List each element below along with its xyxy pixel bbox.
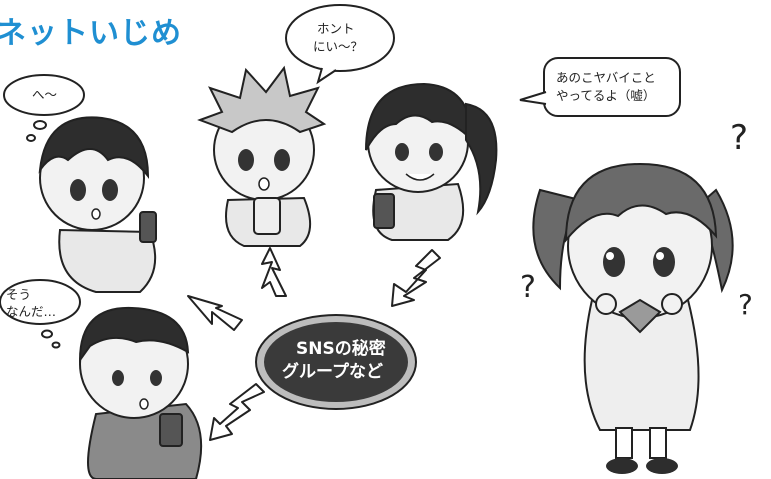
- question-mark-2: ?: [520, 270, 536, 305]
- speech-bubble-boy-left: [3, 74, 85, 142]
- center-label-line2: グループなど: [282, 362, 383, 382]
- character-victim-girl: [532, 162, 734, 474]
- bubble-text-girl-line1: あのこヤバイこと: [556, 70, 656, 85]
- bubble-text-man-line1: そう: [6, 287, 32, 302]
- sns-group-ellipse: [255, 314, 417, 410]
- character-boy-left: [38, 116, 157, 293]
- page-title: ネットいじめ: [0, 16, 182, 51]
- question-mark-1: ?: [730, 118, 749, 158]
- arrow-to-top-boy: [261, 247, 287, 297]
- arrow-to-left-boy: [187, 295, 243, 331]
- character-girl-ponytail: [365, 82, 498, 241]
- speech-bubble-boy-top: [285, 4, 395, 85]
- arrow-to-man: [209, 383, 265, 441]
- center-label-line1: SNSの秘密: [296, 339, 386, 359]
- question-mark-3: ?: [738, 288, 753, 321]
- bubble-text-boy-top-line2: にい〜？: [313, 39, 364, 54]
- speech-bubble-man-bottom: [0, 279, 81, 349]
- bubble-text-girl-line2: やってるよ（嘘）: [556, 88, 656, 103]
- bubble-text-boy-left: へ〜: [32, 87, 58, 102]
- speech-bubble-girl-ponytail: [519, 57, 681, 117]
- arrow-from-girl: [391, 249, 441, 307]
- character-boy-top: [197, 65, 327, 247]
- bubble-text-boy-top-line1: ホント: [317, 21, 355, 36]
- bubble-text-man-line2: なんだ…: [6, 304, 57, 319]
- character-man-bottom: [78, 306, 203, 479]
